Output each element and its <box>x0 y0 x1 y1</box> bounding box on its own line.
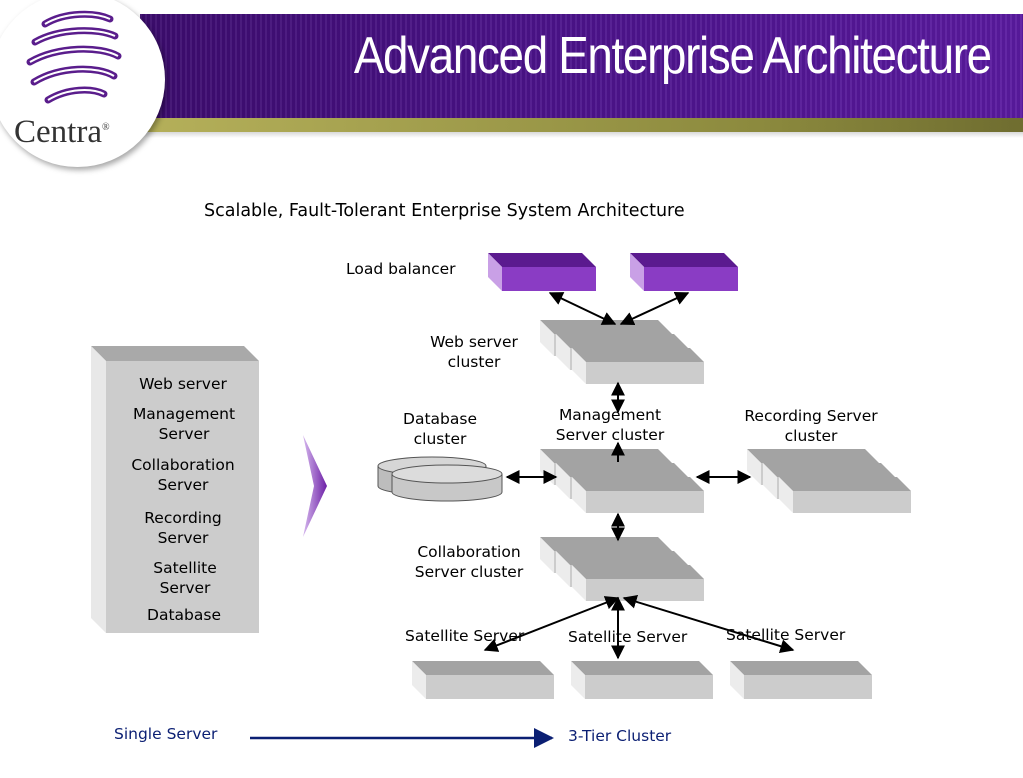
single-server-box <box>91 346 259 633</box>
satellite-box <box>571 661 713 699</box>
single-item-recording-server: Recording Server <box>144 509 222 547</box>
single-item-management-server: Management Server <box>132 405 236 443</box>
satellite-server-2 <box>571 661 713 699</box>
satellite-box <box>412 661 554 699</box>
load-balancer-label: Load balancer <box>346 260 456 278</box>
single-item-database: Database <box>147 606 221 624</box>
three-tier-cluster-caption: 3-Tier Cluster <box>568 727 672 745</box>
satellite-box <box>730 661 872 699</box>
single-item-collaboration-server: Collaboration Server <box>131 456 235 494</box>
collaboration-server-cluster-label: Collaboration Server cluster <box>414 543 524 581</box>
load-balancer-right <box>630 253 738 291</box>
satellite-server-3-label: Satellite Server <box>726 626 846 644</box>
registered-mark: ® <box>101 122 110 133</box>
single-item-satellite-server: Satellite Server <box>153 559 217 597</box>
satellite-server-1-label: Satellite Server <box>405 627 525 645</box>
satellite-server-1 <box>412 661 554 699</box>
cluster-server-box <box>779 477 911 513</box>
collaboration-server-cluster <box>540 537 704 601</box>
logo-text: Centra <box>14 114 102 150</box>
single-item-web-server: Web server <box>139 375 227 393</box>
banner-shadow <box>140 132 1023 138</box>
transition-chevron-icon <box>303 435 327 537</box>
database-cylinders <box>377 456 503 502</box>
banner-olive-band <box>140 118 1023 132</box>
web-server-cluster <box>540 320 704 384</box>
database-cluster-label: Database cluster <box>403 410 477 448</box>
satellite-server-3 <box>730 661 872 699</box>
banner-purple-band <box>140 14 1023 118</box>
single-server-caption: Single Server <box>114 725 218 743</box>
diagram-title: Scalable, Fault-Tolerant Enterprise Syst… <box>204 201 685 221</box>
management-server-cluster-label: Management Server cluster <box>555 406 665 444</box>
cluster-server-box <box>572 348 704 384</box>
logo-wordmark: Centra® <box>14 114 110 151</box>
connection-arrows <box>483 291 795 660</box>
swirl-logo-icon <box>26 10 122 104</box>
management-server-cluster <box>540 449 704 513</box>
title-banner: Advanced Enterprise Architecture Centra® <box>0 0 1023 180</box>
web-server-cluster-label: Web server cluster <box>430 333 518 371</box>
recording-server-cluster-label: Recording Server cluster <box>744 407 878 445</box>
load-balancer-left <box>488 253 596 291</box>
slide-title: Advanced Enterprise Architecture <box>354 27 992 85</box>
satellite-server-2-label: Satellite Server <box>568 628 688 646</box>
cluster-server-box <box>572 565 704 601</box>
cluster-server-box <box>572 477 704 513</box>
recording-server-cluster <box>747 449 911 513</box>
